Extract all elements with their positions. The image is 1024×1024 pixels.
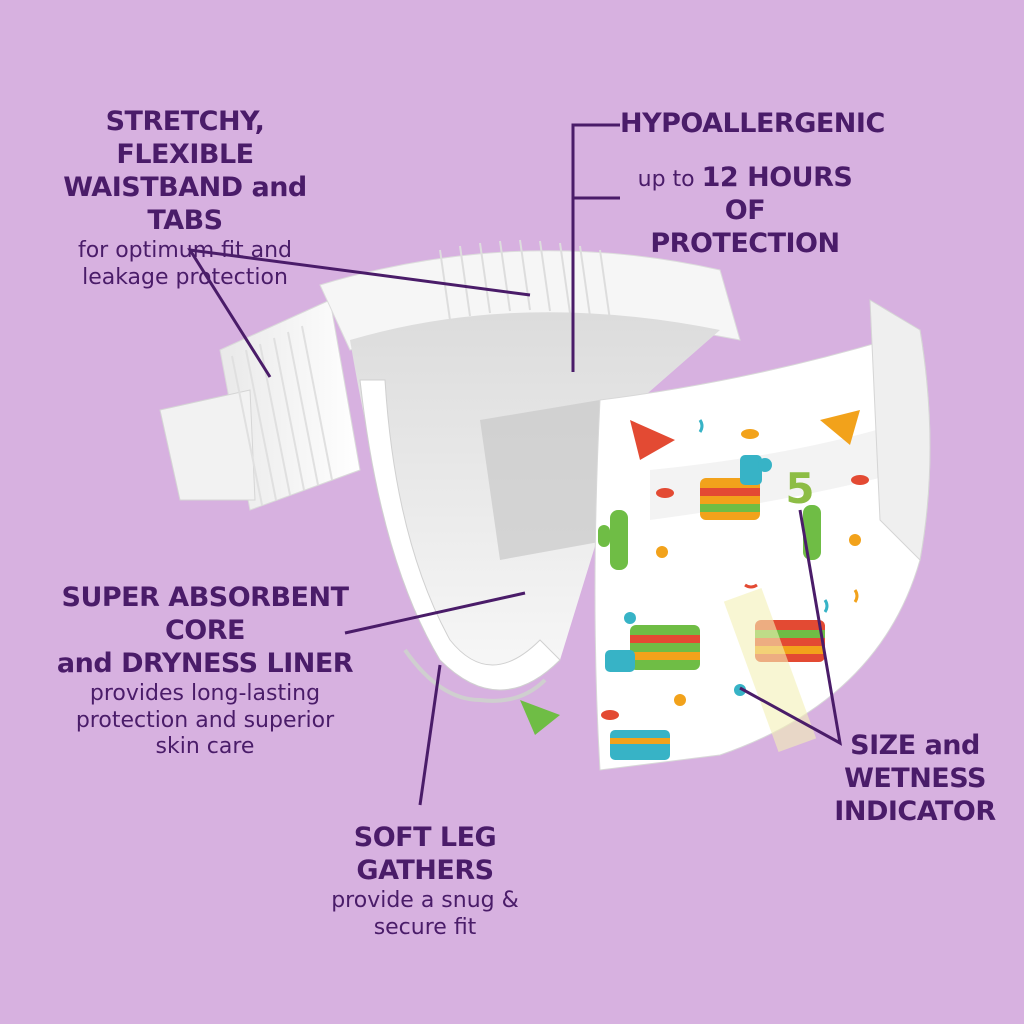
protection-hours: 12 HOURS	[701, 162, 853, 193]
absorbent-desc-line3: skin care	[155, 734, 255, 760]
leg-gathers-callout: SOFT LEG GATHERS provide a snug & secure…	[290, 822, 560, 942]
indicator-line2: WETNESS	[844, 762, 986, 794]
leg-desc-line2: secure fit	[373, 914, 477, 940]
leg-leader	[418, 664, 442, 806]
protection-prefix: up to	[637, 167, 702, 192]
candy-icon	[601, 429, 869, 720]
waistband-desc-line1: for optimum fit and	[77, 237, 293, 263]
leg-title: SOFT LEG GATHERS	[353, 822, 497, 886]
leg-desc-line1: provide a snug &	[331, 887, 519, 913]
confetti-icon	[698, 419, 859, 613]
front-panel: 5	[520, 329, 931, 771]
waistband-title-line1: STRETCHY, FLEXIBLE	[105, 106, 265, 170]
indicator-line1: SIZE and	[850, 730, 980, 761]
absorbent-desc-line1: provides long-lasting	[89, 680, 321, 706]
indicator-line3: INDICATOR	[834, 795, 996, 827]
right-tab	[869, 299, 931, 562]
waistband-desc-line2: leakage protection	[82, 264, 288, 290]
leg-gathers	[359, 379, 561, 703]
callout-lines	[187, 123, 843, 806]
absorbent-leader	[344, 591, 526, 635]
waistband-callout: STRETCHY, FLEXIBLE WAISTBAND and TABS fo…	[40, 106, 330, 291]
indicator-leader	[739, 509, 843, 746]
absorbent-title-line2: and DRYNESS LINER	[56, 647, 354, 679]
indicator-callout: SIZE and WETNESS INDICATOR	[830, 730, 1000, 829]
pinata-llama-icon	[605, 625, 700, 672]
left-tab	[159, 299, 361, 511]
hypoallergenic-title: HYPOALLERGENIC	[620, 108, 885, 139]
lollipop-icon	[624, 458, 861, 706]
absorbent-title-line1: SUPER ABSORBENT CORE	[61, 582, 350, 646]
top-leader	[571, 123, 620, 372]
pinata-llama-icon	[610, 730, 670, 760]
pinata-llama-icon	[700, 455, 762, 520]
absorbent-callout: SUPER ABSORBENT CORE and DRYNESS LINER p…	[45, 582, 365, 761]
waistband-title-line2: WAISTBAND and TABS	[63, 171, 307, 236]
wetness-indicator-strip	[723, 587, 817, 753]
absorbent-desc-line2: protection and superior	[75, 707, 335, 733]
waistband-leader	[187, 248, 531, 378]
size-number: 5	[785, 464, 814, 513]
hypoallergenic-callout: HYPOALLERGENIC	[620, 108, 885, 141]
protection-suffix: OF PROTECTION	[650, 194, 840, 259]
protection-callout: up to 12 HOURS OF PROTECTION	[630, 162, 860, 261]
